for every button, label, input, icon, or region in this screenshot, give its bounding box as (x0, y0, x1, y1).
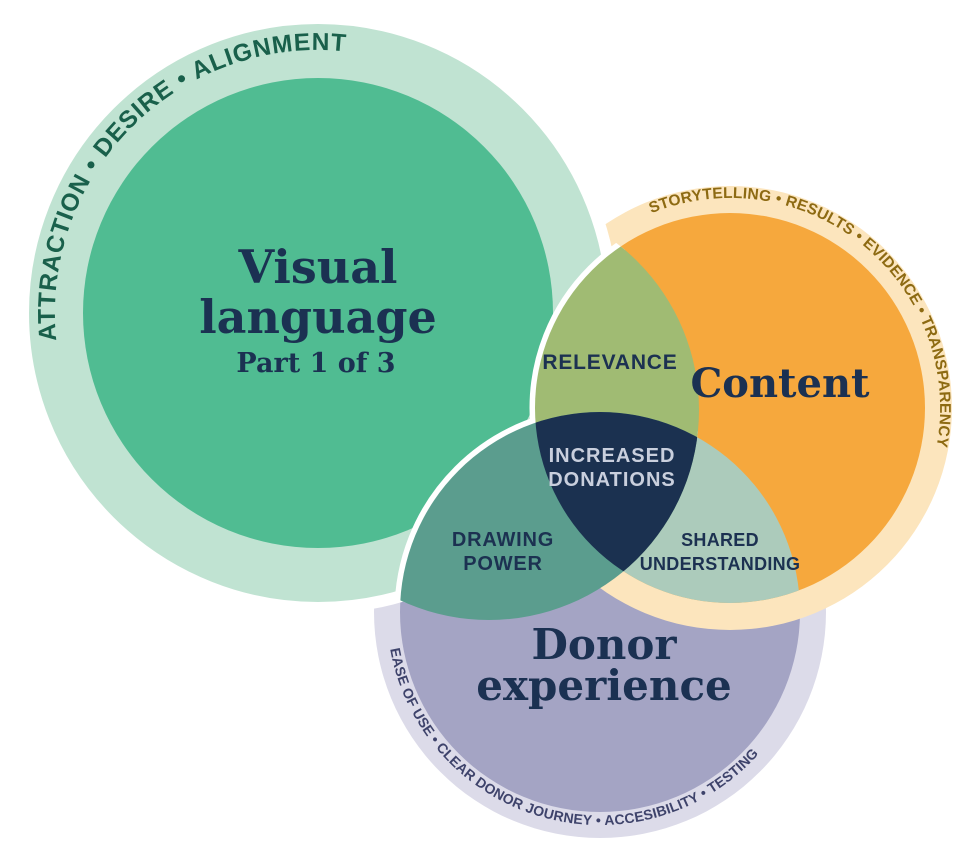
increased-donations-label-line2: DONATIONS (548, 469, 676, 491)
shared-understanding-label-line2: UNDERSTANDING (640, 554, 801, 574)
donor-experience-title-line2: experience (476, 661, 732, 710)
drawing-power-label-line2: POWER (463, 553, 543, 575)
visual-language-title-line2: language (199, 290, 437, 344)
drawing-power-label-line1: DRAWING (452, 529, 554, 551)
donor-experience-title-line1: Donor (531, 620, 677, 669)
visual-language-subtitle: Part 1 of 3 (236, 348, 395, 379)
content-title: Content (690, 360, 870, 407)
increased-donations-label-line1: INCREASED (549, 445, 676, 467)
visual-language-circle (83, 78, 553, 548)
shared-understanding-label-line1: SHARED (681, 530, 759, 550)
relevance-label: RELEVANCE (542, 351, 677, 374)
visual-language-title-line1: Visual (238, 240, 398, 294)
